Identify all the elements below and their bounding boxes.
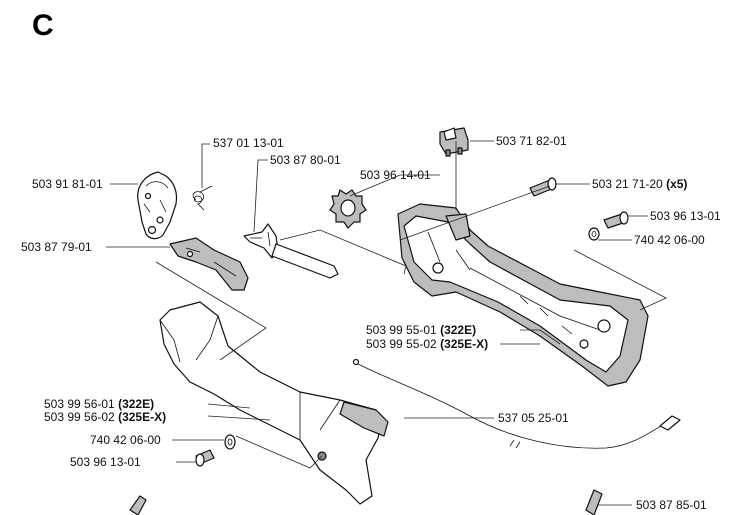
label-503-87-79-01: 503 87 79-01 [21,240,92,254]
washer-bottom-drawing [224,434,236,450]
label-503-99-55-01-model: (322E) [440,323,476,337]
label-503-99-56-02-model: (325E-X) [118,410,166,424]
label-740-42-06-00-top: 740 42 06-00 [634,233,705,247]
label-503-99-56-01-model: (322E) [118,397,154,411]
label-503-99-56-02-number: 503 99 56-02 [44,410,115,424]
clamp-bracket-drawing [137,171,178,240]
label-503-87-80-01: 503 87 80-01 [270,153,341,167]
screw-top-drawing [529,177,557,197]
star-washer-drawing [329,189,367,229]
label-503-99-56-02: 503 99 56-02 (325E-X) [44,410,166,424]
label-503-99-55-02: 503 99 55-02 (325E-X) [366,337,488,351]
screw-bottom-drawing [195,449,215,467]
label-537-05-25-01: 537 05 25-01 [498,411,569,425]
label-503-99-56-01: 503 99 56-01 (322E) [44,397,154,411]
label-503-87-85-01: 503 87 85-01 [636,498,707,512]
label-503-96-13-01-top: 503 96 13-01 [650,209,721,223]
label-503-99-56-01-number: 503 99 56-01 [44,397,115,411]
label-503-21-71-20-number: 503 21 71-20 [592,177,663,191]
label-503-71-82-01: 503 71 82-01 [496,134,567,148]
torsion-spring-drawing [192,185,213,211]
throttle-trigger-drawing [243,223,339,279]
stop-switch-drawing [439,127,469,157]
cable-clip-drawing [129,489,603,515]
throttle-lever-drawing [169,237,249,291]
label-503-99-55-02-number: 503 99 55-02 [366,337,437,351]
label-503-91-81-01: 503 91 81-01 [32,177,103,191]
washer-top-drawing [588,227,600,241]
throttle-cable-drawing [352,358,681,449]
screw-right-drawing [603,211,629,229]
label-537-01-13-01: 537 01 13-01 [213,136,284,150]
label-503-21-71-20-qty: (x5) [666,177,687,191]
section-letter: C [32,9,54,42]
label-503-99-55-01-number: 503 99 55-01 [366,323,437,337]
label-503-99-55-01: 503 99 55-01 (322E) [366,323,476,337]
handle-housing-left-drawing [159,301,389,505]
label-503-99-55-02-model: (325E-X) [440,337,488,351]
leader-lines [106,140,667,506]
label-503-96-14-01: 503 96 14-01 [360,168,431,182]
label-740-42-06-00-bottom: 740 42 06-00 [90,433,161,447]
label-503-96-13-01-bottom: 503 96 13-01 [70,455,141,469]
label-503-21-71-20: 503 21 71-20 (x5) [592,177,687,191]
handle-housing-right-drawing [397,203,649,387]
